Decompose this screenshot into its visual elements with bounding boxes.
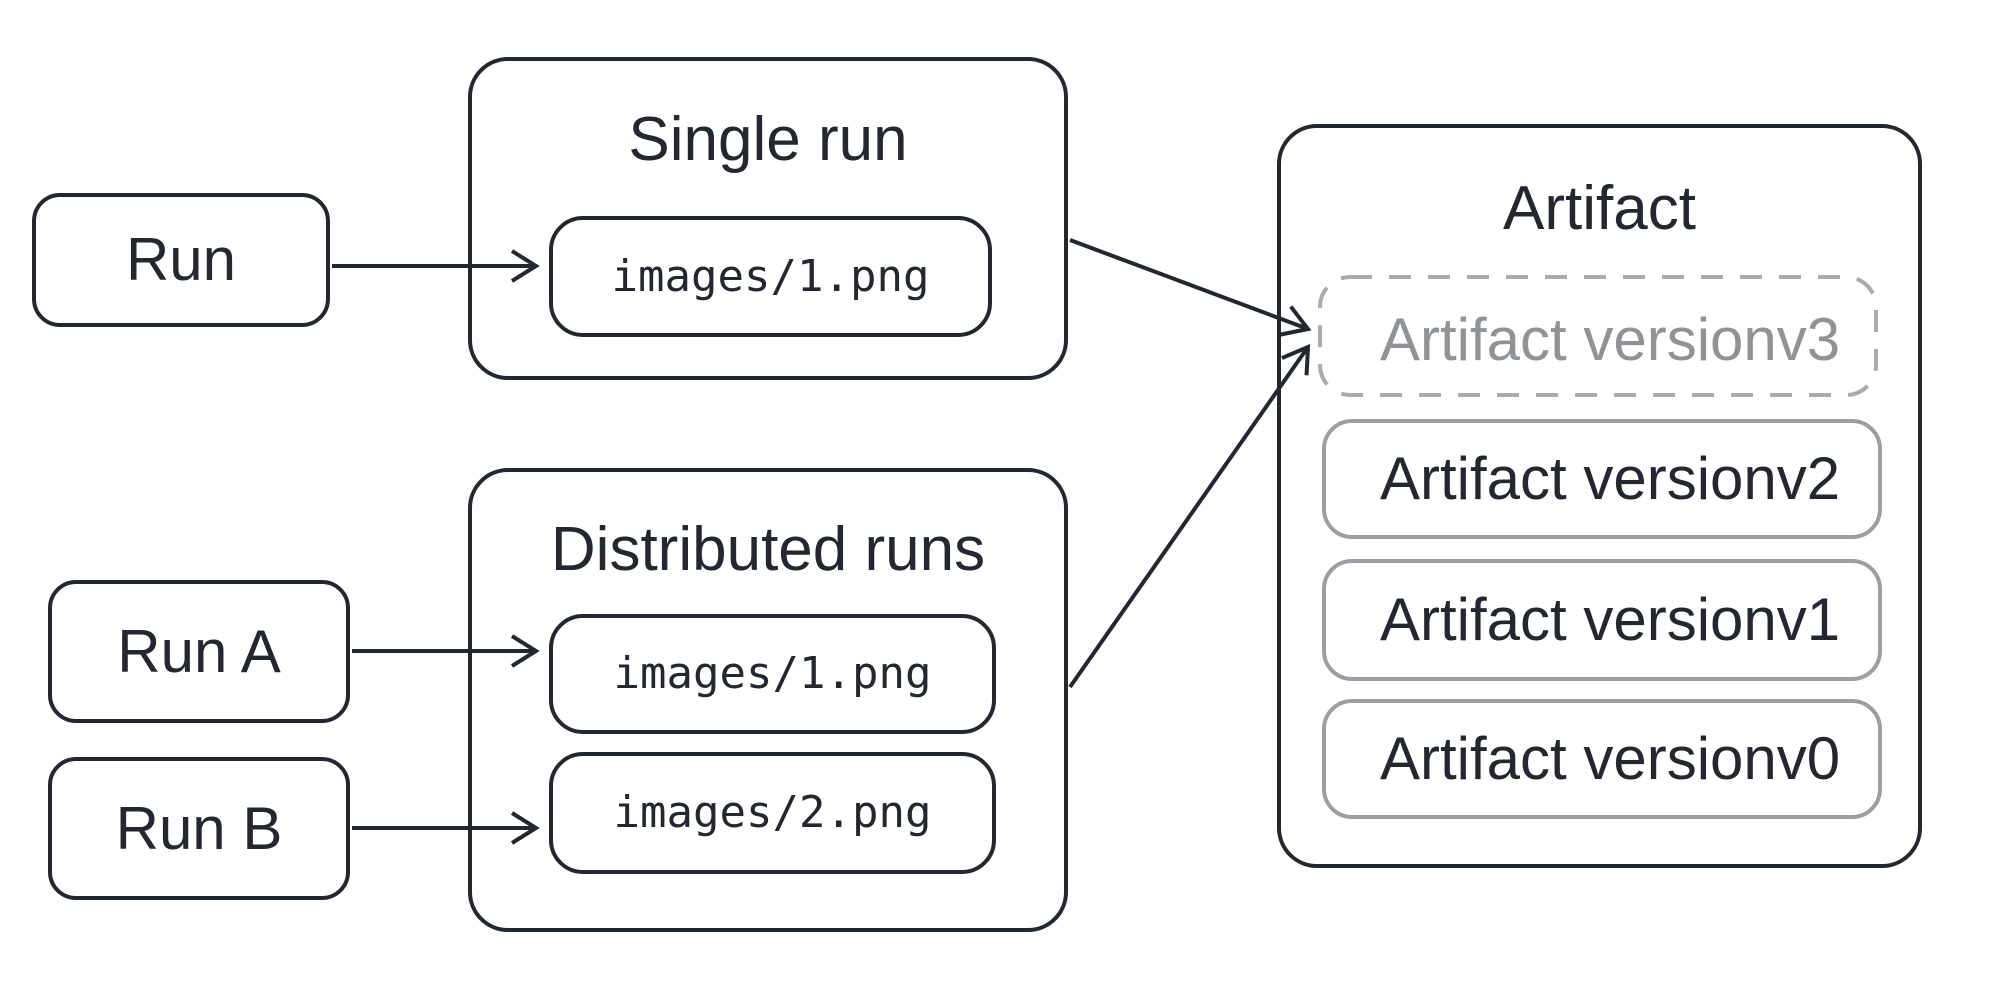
artifact-group-title: Artifact [1503,174,1696,243]
run-b-node-label: Run B [115,794,283,862]
artifact-version-row-v2: Artifact version v2 [1322,419,1882,539]
artifact-version-label: Artifact version [1380,445,1777,512]
run-a-node: Run A [48,580,350,723]
artifact-version-row-v1: Artifact version v1 [1322,559,1882,681]
distributed-run-file-path-2: images/2.png [613,787,932,838]
run-b-node: Run B [48,757,350,900]
distributed-run-file-box-1: images/1.png [549,614,996,734]
artifact-version-number: v0 [1776,725,1841,792]
artifact-version-row-v0: Artifact version v0 [1322,699,1882,819]
arrow-single-run-to-artifact-v3 [1069,238,1312,337]
run-node-label: Run [125,226,237,293]
artifact-version-row-v3: Artifact version v3 [1322,279,1882,401]
single-run-file-path: images/1.png [611,250,930,302]
artifact-version-number: v3 [1776,306,1841,373]
distributed-run-file-box-2: images/2.png [549,752,996,874]
single-run-file-box: images/1.png [549,216,992,337]
artifact-version-label: Artifact version [1380,586,1777,653]
artifact-version-label: Artifact version [1380,306,1777,373]
artifact-version-number: v1 [1776,586,1841,653]
distributed-runs-group: Distributed runs images/1.png images/2.p… [468,468,1068,932]
artifact-version-number: v2 [1776,445,1841,512]
artifact-version-label: Artifact version [1380,725,1777,792]
single-run-group-title: Single run [628,105,908,174]
run-node: Run [32,193,330,327]
single-run-group: Single run images/1.png [468,57,1068,380]
distributed-runs-group-title: Distributed runs [550,515,986,584]
distributed-run-file-path-1: images/1.png [613,648,932,699]
arrow-distributed-runs-to-artifact-v3 [1068,343,1311,689]
artifact-group: Artifact Artifact version v3 Artifact ve… [1277,124,1922,868]
run-a-node-label: Run A [117,617,281,685]
